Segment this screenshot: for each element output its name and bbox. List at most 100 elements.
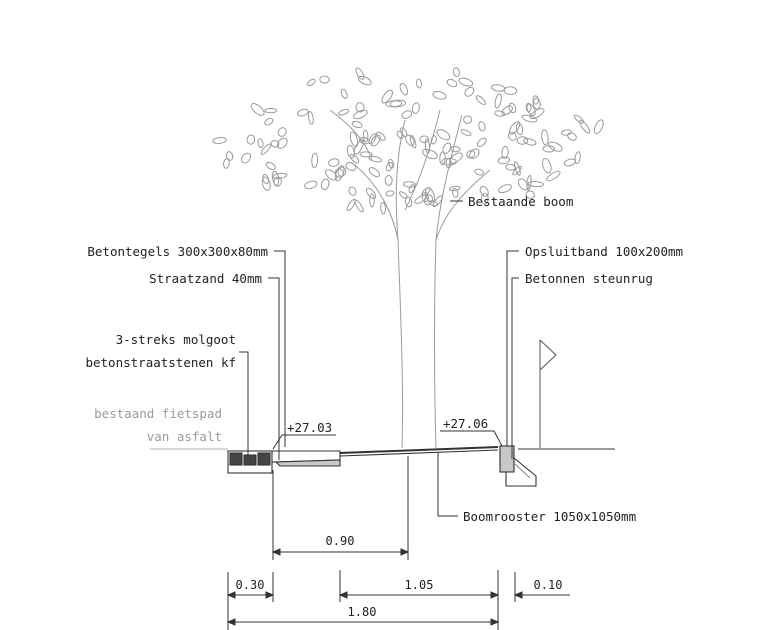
dimension-lines <box>226 456 570 630</box>
leaf <box>351 120 363 129</box>
leaf <box>319 75 330 84</box>
leaf <box>264 117 274 126</box>
leaf <box>414 194 427 204</box>
leaf <box>515 122 524 136</box>
leaf <box>513 161 521 176</box>
leader-lines <box>239 200 519 517</box>
leaf <box>541 158 552 174</box>
gutter-stone-2 <box>243 454 257 466</box>
leaf <box>385 190 395 197</box>
annotations: Bestaande boom Betontegels 300x300x80mm … <box>85 194 683 619</box>
sand-leader <box>268 277 280 460</box>
leaf <box>385 100 403 108</box>
leaf <box>385 161 393 172</box>
leaf <box>262 173 270 185</box>
leaf <box>276 137 288 149</box>
leaf <box>424 138 431 154</box>
label-paving-tiles: Betontegels 300x300x80mm <box>87 244 268 259</box>
leaf <box>532 95 539 105</box>
leaf <box>460 129 472 137</box>
leaf <box>521 114 538 123</box>
leaf <box>388 158 395 169</box>
tree-crown <box>212 67 604 215</box>
leaf <box>334 165 345 182</box>
leaf <box>353 109 368 120</box>
level-marker-right <box>440 430 503 447</box>
leaf <box>409 135 417 149</box>
leaf <box>446 78 458 88</box>
leaf <box>273 176 282 187</box>
leaf <box>464 86 475 97</box>
dim-090: 0.90 <box>326 534 355 548</box>
leaf <box>494 93 502 109</box>
leaf <box>541 129 549 146</box>
leaf <box>384 175 393 186</box>
leaf <box>389 99 407 108</box>
leaf <box>501 145 509 159</box>
leaf <box>297 108 309 117</box>
leaf <box>479 185 489 197</box>
label-gutter-line2: betonstraatstenen kf <box>85 355 236 370</box>
leaf <box>508 121 521 135</box>
ground-section <box>150 445 615 487</box>
leaf <box>478 121 486 132</box>
leaf <box>523 138 537 146</box>
leaf <box>474 168 484 176</box>
leaf <box>346 144 355 159</box>
leaf <box>250 102 265 116</box>
tree-grate-under <box>339 449 499 457</box>
level-left: +27.03 <box>287 420 332 435</box>
leaf <box>261 176 271 191</box>
leaf <box>399 191 408 199</box>
leaf <box>277 127 287 137</box>
tree-trunk <box>329 109 491 449</box>
leaf <box>349 131 359 147</box>
leaf <box>257 138 264 149</box>
leaf <box>563 158 576 167</box>
kerb-leader <box>506 250 519 446</box>
leaf <box>270 140 280 148</box>
leaf <box>403 181 416 188</box>
leaf <box>579 119 591 134</box>
leaf <box>370 134 381 147</box>
leaf <box>503 86 518 95</box>
dim-105: 1.05 <box>405 578 434 592</box>
leaf <box>357 75 372 86</box>
leaf <box>458 77 474 87</box>
leaf <box>405 134 415 147</box>
leaf <box>353 139 364 155</box>
tree-drawing <box>212 67 604 449</box>
leaf <box>463 115 473 124</box>
leaf <box>449 185 461 191</box>
tree-grate <box>339 446 499 454</box>
leaf <box>362 129 369 143</box>
leaf <box>497 156 511 165</box>
leaf <box>574 151 581 165</box>
leaf <box>212 137 227 144</box>
leaf <box>368 167 381 178</box>
leaf <box>411 102 420 114</box>
leaf <box>271 170 280 186</box>
leaf <box>308 110 314 125</box>
backing-leader <box>511 277 519 459</box>
leaf <box>264 107 278 114</box>
leaf <box>525 102 532 113</box>
concrete-backing <box>505 456 537 487</box>
leaf <box>475 95 486 105</box>
leaf <box>380 201 387 215</box>
leaf <box>346 198 356 212</box>
leaf <box>491 84 506 92</box>
leaf <box>432 90 447 100</box>
leaf <box>436 129 451 141</box>
leaf <box>508 102 517 114</box>
gutter-leader <box>239 351 249 456</box>
leaf <box>573 114 585 124</box>
label-grate: Boomrooster 1050x1050mm <box>463 509 636 524</box>
leaf <box>548 141 563 152</box>
level-marker-left <box>272 434 336 450</box>
leaf <box>416 78 422 89</box>
leaf <box>348 186 357 196</box>
leaf <box>593 119 604 135</box>
leaf <box>516 136 529 145</box>
